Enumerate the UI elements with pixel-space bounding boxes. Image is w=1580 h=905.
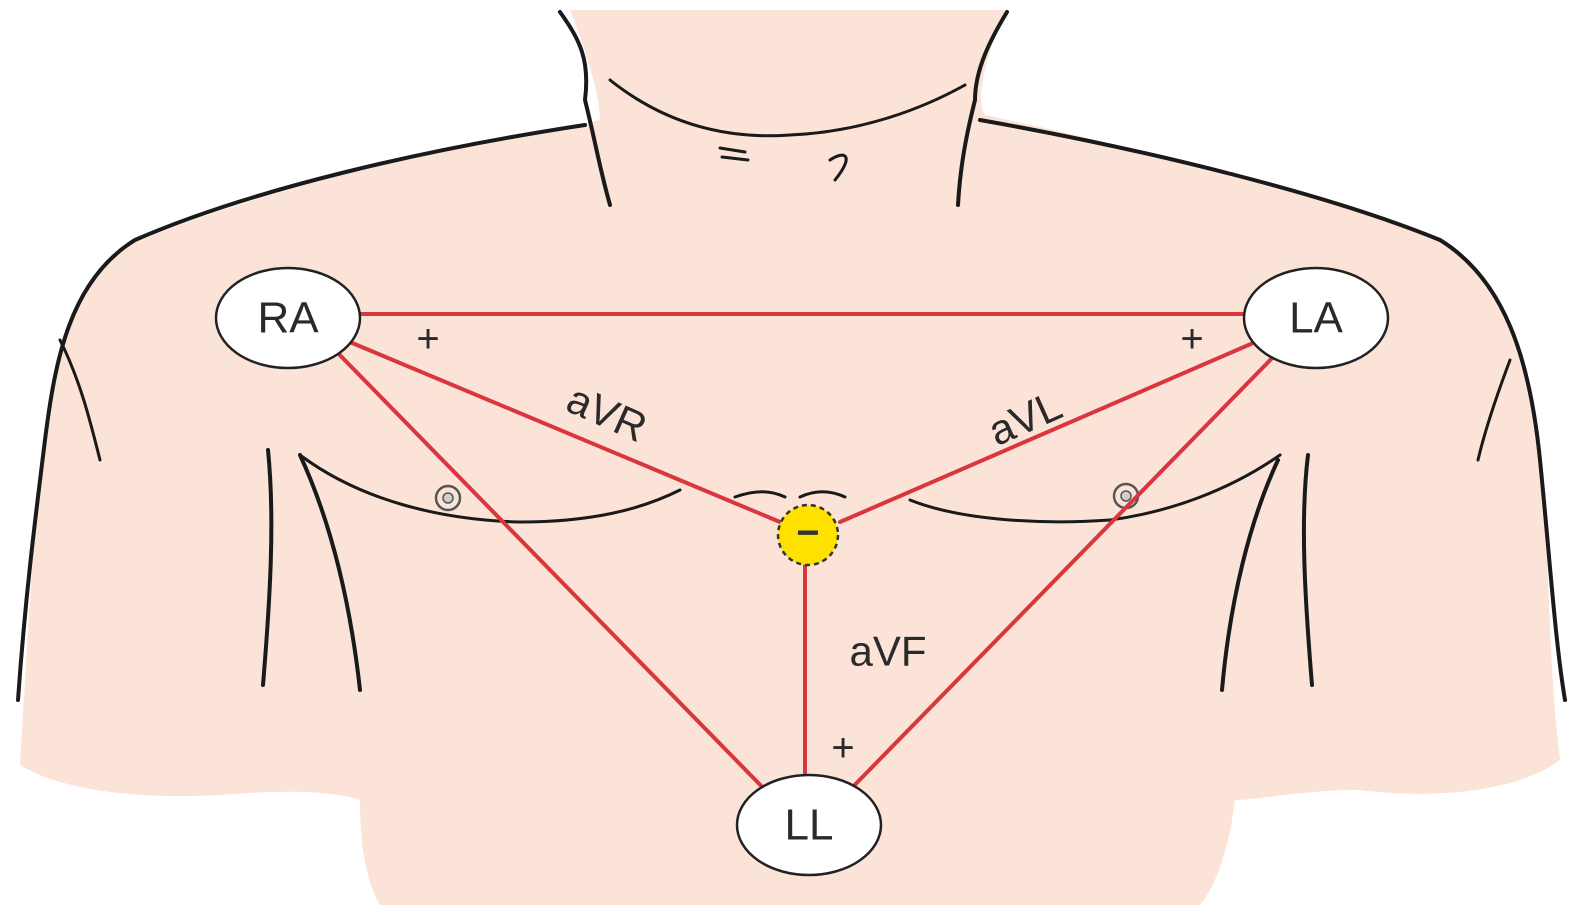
avr-positive-sign: +: [416, 317, 439, 361]
negative-sign: −: [796, 511, 819, 555]
electrode-ra-label: RA: [257, 294, 319, 343]
electrode-la: LA: [1244, 268, 1388, 368]
torso-skin: [20, 10, 1560, 905]
central-terminal: −: [778, 505, 838, 565]
avl-positive-sign: +: [1180, 317, 1203, 361]
avf-positive-sign: +: [831, 726, 854, 770]
electrode-la-label: LA: [1289, 294, 1343, 343]
electrode-ll: LL: [737, 775, 881, 875]
torso: [20, 10, 1560, 905]
electrode-ra: RA: [216, 268, 360, 368]
electrode-ll-label: LL: [785, 801, 834, 850]
avf-label: aVF: [849, 628, 926, 675]
